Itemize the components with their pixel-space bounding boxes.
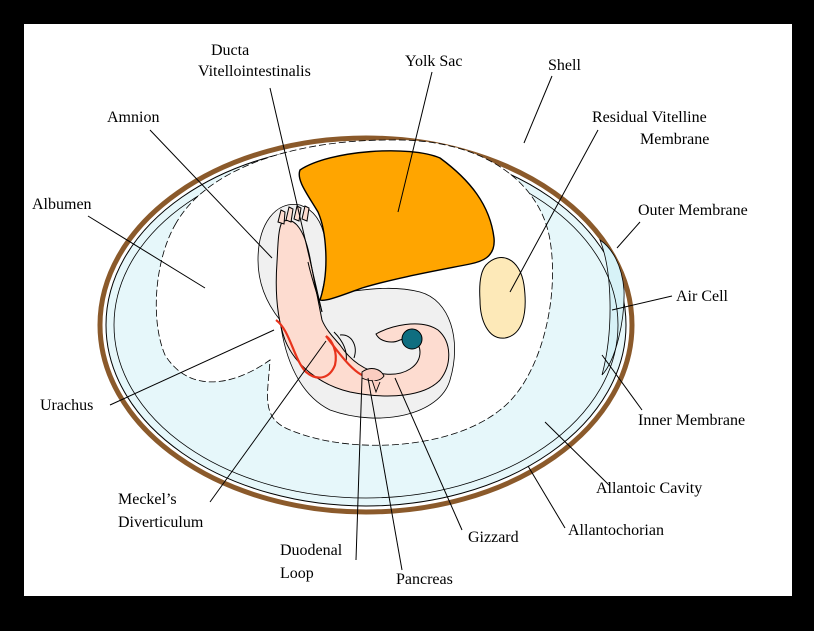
- label-ducta-2: Vitellointestinalis: [198, 63, 311, 80]
- label-ducta-1: Ducta: [211, 42, 249, 59]
- embryo-limb: [333, 331, 356, 363]
- residual-vitelline-membrane: [479, 257, 526, 339]
- gut-structures: [361, 368, 385, 394]
- shell-leader: [523, 75, 553, 144]
- label-outer-membrane: Outer Membrane: [638, 202, 748, 219]
- label-residual-2: Membrane: [640, 131, 709, 148]
- yolk-sac-leader: [397, 71, 433, 213]
- label-allantoic-cavity: Allantoic Cavity: [596, 480, 702, 497]
- label-inner-membrane: Inner Membrane: [638, 412, 745, 429]
- embryo-claws: [277, 205, 310, 225]
- label-meckels-2: Diverticulum: [118, 514, 204, 531]
- pancreas-leader: [367, 377, 403, 571]
- gizzard-leader: [394, 377, 463, 531]
- label-albumen: Albumen: [32, 196, 92, 213]
- ducta-leader: [269, 87, 323, 313]
- label-air-cell: Air Cell: [676, 288, 729, 305]
- label-amnion: Amnion: [107, 109, 159, 126]
- air-cell-region: [599, 238, 625, 376]
- leader-lines: [87, 71, 673, 571]
- label-residual-1: Residual Vitelline: [592, 109, 707, 126]
- urachus-leader: [109, 329, 275, 406]
- amnion-leader: [149, 129, 273, 259]
- meckels-leader: [209, 340, 327, 503]
- label-duodenal-2: Loop: [280, 565, 314, 582]
- label-yolk-sac: Yolk Sac: [405, 53, 463, 70]
- residual-leader: [509, 129, 599, 293]
- labels: Ducta Vitellointestinalis Yolk Sac Shell…: [32, 42, 748, 588]
- label-gizzard: Gizzard: [468, 529, 519, 546]
- outer-membrane-leader: [616, 221, 641, 249]
- albumen-leader: [87, 215, 206, 289]
- embryo-body: [275, 219, 450, 397]
- embryo-eye: [401, 328, 423, 350]
- label-duodenal-1: Duodenal: [280, 542, 343, 559]
- label-urachus: Urachus: [40, 397, 93, 414]
- label-meckels-1: Meckel’s: [118, 491, 177, 508]
- allantoic-cavity-leader: [544, 421, 611, 487]
- inner-membrane-leader: [601, 354, 643, 411]
- label-pancreas: Pancreas: [396, 571, 453, 588]
- label-allantochorian: Allantochorian: [568, 522, 664, 539]
- allantochorian-leader: [527, 465, 566, 529]
- duodenal-leader: [355, 377, 363, 561]
- label-shell: Shell: [548, 57, 581, 74]
- air-cell-leader: [611, 295, 673, 311]
- yolk-sac: [298, 150, 495, 302]
